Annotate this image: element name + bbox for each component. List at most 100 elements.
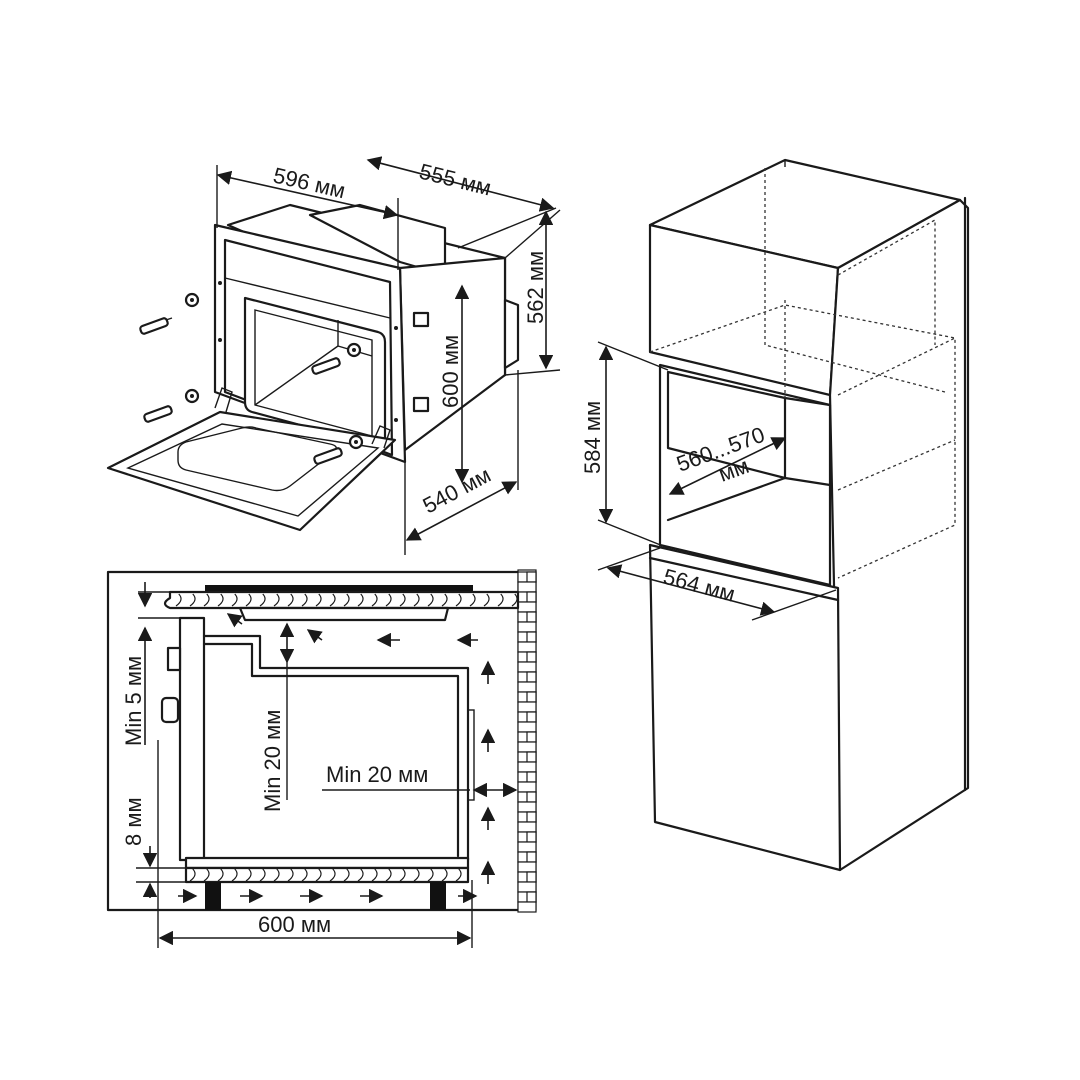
hatch-stroke bbox=[245, 868, 252, 882]
hatch-stroke bbox=[259, 593, 266, 607]
hatch-stroke bbox=[315, 868, 322, 882]
door-glass bbox=[177, 426, 337, 492]
hatch-stroke bbox=[287, 593, 294, 607]
screw-icon bbox=[313, 447, 343, 465]
hatch-stroke bbox=[315, 593, 322, 607]
hatch-stroke bbox=[497, 593, 504, 607]
hatch-stroke bbox=[371, 868, 378, 882]
oven-door bbox=[106, 410, 397, 532]
worktop-hatching bbox=[175, 593, 518, 607]
brick bbox=[517, 601, 537, 613]
door-hinge-right bbox=[371, 425, 391, 449]
shelf-hatching bbox=[189, 868, 462, 882]
hatch-stroke bbox=[385, 593, 392, 607]
label-vent-back: Min 20 мм bbox=[326, 762, 428, 787]
section-drawing: Min 5 мм Min 20 мм Min 20 мм 8 мм 600 мм bbox=[106, 569, 537, 948]
label-niche-height: 584 мм bbox=[580, 401, 605, 474]
hatch-stroke bbox=[441, 593, 448, 607]
brick bbox=[526, 611, 537, 623]
brick bbox=[526, 851, 537, 863]
niche-floor-edge bbox=[783, 476, 832, 487]
hatch-stroke bbox=[231, 593, 238, 607]
hidden-line bbox=[764, 168, 946, 393]
oven-rear-block bbox=[503, 298, 520, 370]
hatch-stroke bbox=[273, 868, 280, 882]
hatch-stroke bbox=[427, 868, 434, 882]
brick bbox=[517, 721, 537, 733]
brick bbox=[526, 591, 537, 603]
oven-handle bbox=[160, 696, 180, 724]
dim-niche-width bbox=[668, 437, 787, 495]
hidden-line bbox=[837, 336, 956, 579]
brick bbox=[517, 741, 537, 753]
label-front-height: 600 мм bbox=[438, 335, 463, 408]
ext-line bbox=[597, 519, 669, 549]
niche-top-edge bbox=[783, 396, 832, 407]
hatch-stroke bbox=[287, 868, 294, 882]
oven-outline-inner bbox=[202, 642, 460, 858]
hatch-stroke bbox=[343, 868, 350, 882]
brick bbox=[526, 711, 537, 723]
label-cabinet-depth: 600 мм bbox=[258, 912, 331, 937]
hatch-stroke bbox=[399, 593, 406, 607]
brick bbox=[517, 861, 537, 873]
hatch-stroke bbox=[413, 593, 420, 607]
hatch-stroke bbox=[301, 593, 308, 607]
foot-left bbox=[205, 882, 221, 910]
brick bbox=[526, 791, 537, 803]
brick bbox=[517, 841, 537, 853]
brick bbox=[517, 901, 537, 913]
dim-body-depth bbox=[405, 481, 518, 541]
brick bbox=[526, 731, 537, 743]
hatch-stroke bbox=[357, 593, 364, 607]
hatch-stroke bbox=[413, 868, 420, 882]
hatch-stroke bbox=[511, 593, 518, 607]
brick bbox=[517, 761, 537, 773]
frame-holes bbox=[218, 281, 398, 422]
hatch-stroke bbox=[203, 593, 210, 607]
hatch-stroke bbox=[301, 868, 308, 882]
label-width: 596 мм bbox=[271, 163, 348, 204]
brick bbox=[517, 881, 537, 893]
brick bbox=[526, 571, 537, 583]
brick bbox=[526, 811, 537, 823]
brick bbox=[517, 661, 537, 673]
brick bbox=[526, 751, 537, 763]
hatch-stroke bbox=[217, 868, 224, 882]
hatch-stroke bbox=[371, 593, 378, 607]
hatch-stroke bbox=[231, 868, 238, 882]
mounting-bracket-icon bbox=[412, 311, 430, 413]
hatch-stroke bbox=[385, 868, 392, 882]
label-gap-top: Min 5 мм bbox=[121, 656, 146, 746]
cavity-floor-edge bbox=[254, 345, 339, 406]
oven-back-plate bbox=[467, 709, 475, 801]
hatch-stroke bbox=[329, 593, 336, 607]
brick bbox=[517, 701, 537, 713]
hatch-stroke bbox=[273, 593, 280, 607]
hatch-stroke bbox=[357, 868, 364, 882]
label-body-depth: 540 мм bbox=[419, 462, 495, 518]
hatch-stroke bbox=[469, 593, 476, 607]
door-inner-frame bbox=[126, 423, 380, 517]
hatch-stroke bbox=[343, 593, 350, 607]
brick bbox=[517, 581, 537, 593]
washer-icon bbox=[184, 292, 364, 450]
shelf-top bbox=[184, 856, 470, 870]
dim-niche-depth bbox=[606, 564, 776, 616]
hatch-stroke bbox=[175, 593, 182, 607]
brick bbox=[517, 641, 537, 653]
hidden-line bbox=[837, 218, 936, 345]
hatch-stroke bbox=[189, 868, 196, 882]
oven-drawing: 596 мм 555 мм 562 мм 600 мм 540 мм bbox=[106, 156, 561, 555]
cabinet-side bbox=[828, 198, 970, 872]
control-panel-edge bbox=[224, 277, 391, 319]
brick bbox=[526, 771, 537, 783]
ext-line bbox=[457, 207, 557, 249]
brick bbox=[517, 801, 537, 813]
label-bottom-gap: 8 мм bbox=[121, 797, 146, 846]
brick bbox=[526, 831, 537, 843]
cabinet-drawing: 584 мм 560...570 мм 564 мм bbox=[580, 158, 970, 872]
door-hinge-left bbox=[214, 387, 233, 413]
